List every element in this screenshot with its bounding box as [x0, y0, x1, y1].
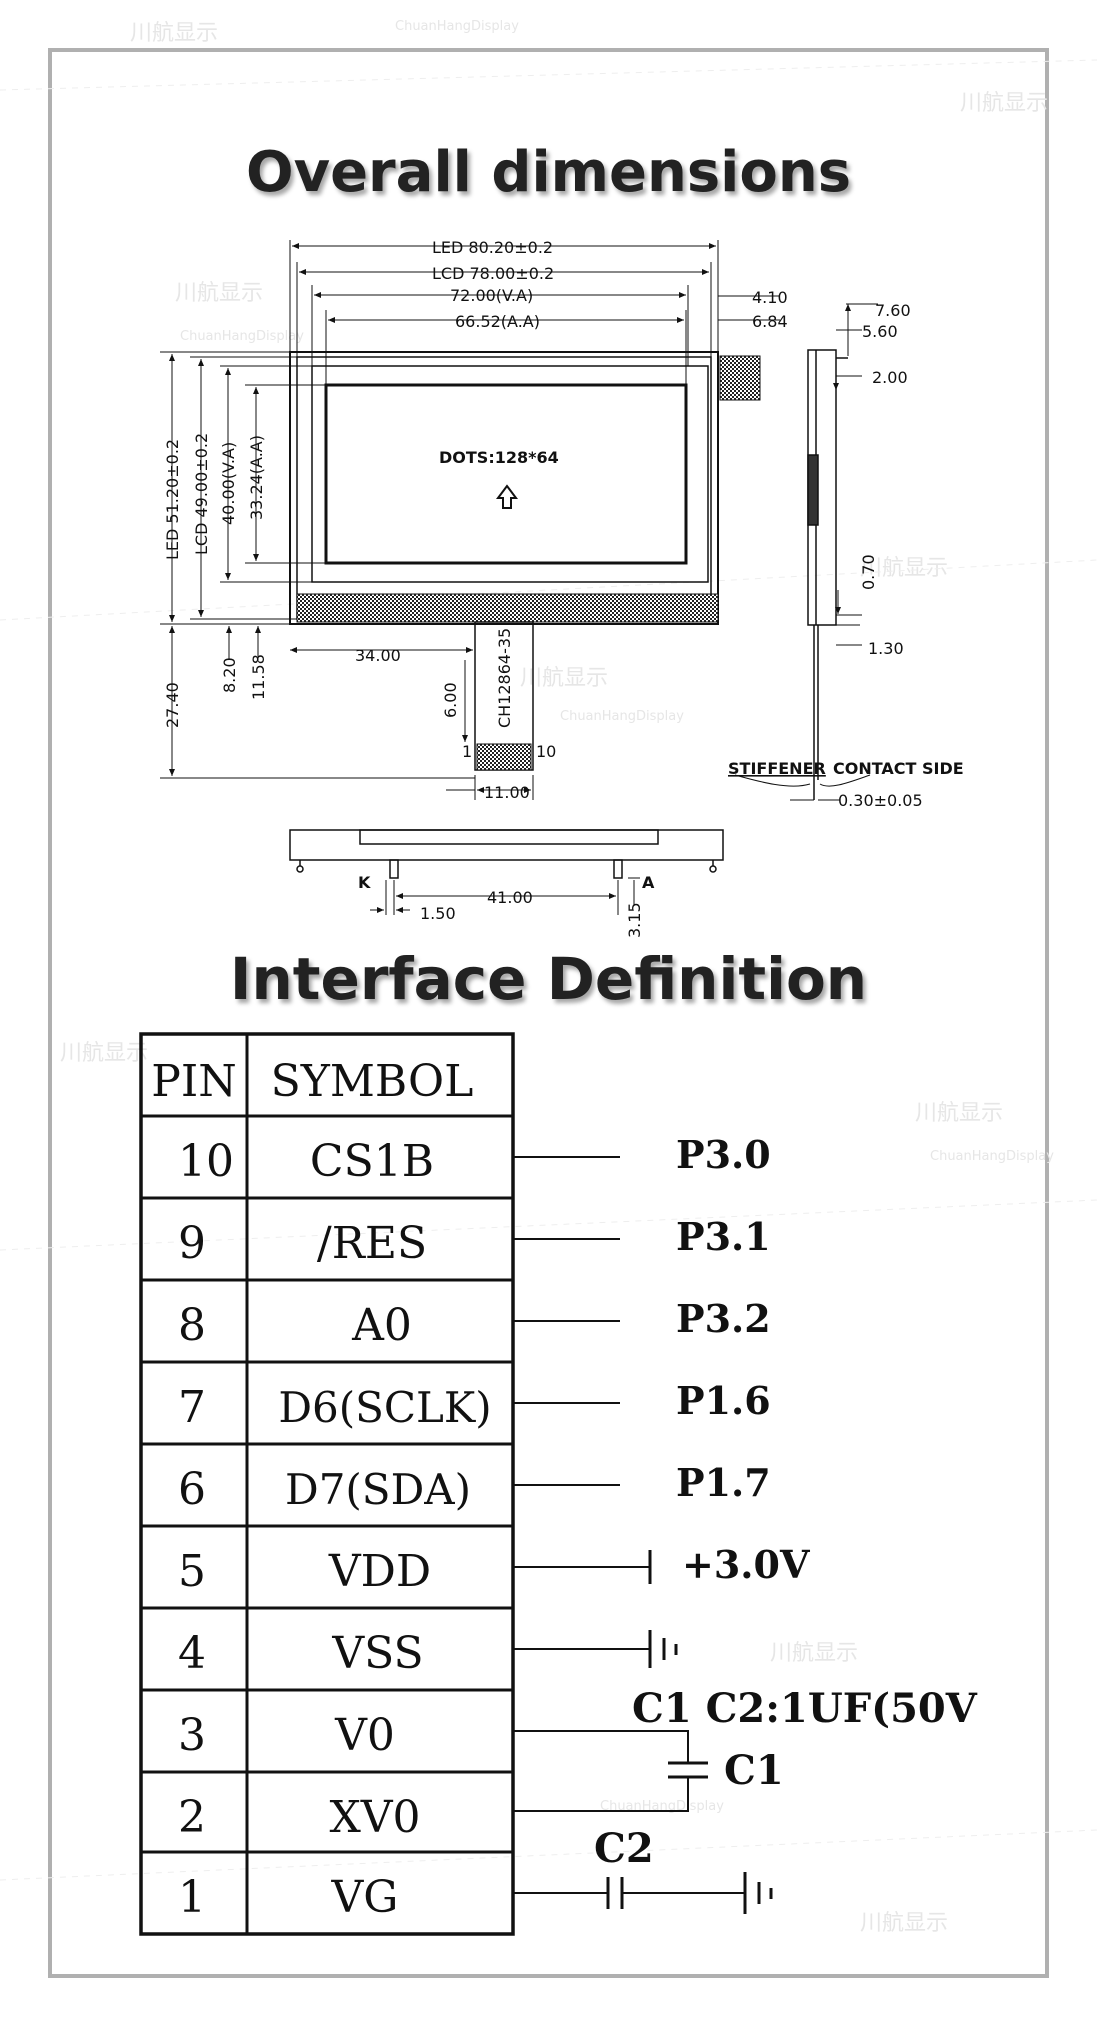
dim-6-00: 6.00 [441, 682, 460, 718]
led-outline [289, 351, 719, 625]
stiffener-label: STIFFENER [728, 759, 826, 778]
table-row-pin: 3 [178, 1710, 206, 1761]
table-row-symbol: D7(SDA) [285, 1465, 471, 1514]
bottom-dimensions [370, 877, 640, 915]
dim-7-60: 7.60 [875, 301, 911, 320]
table-row-symbol: /RES [317, 1218, 427, 1269]
led-anode-label: A [642, 873, 655, 892]
fpc-pin-first: 1 [462, 742, 472, 761]
table-row-symbol: VSS [331, 1628, 423, 1679]
fpc-contacts [476, 743, 532, 771]
watermark-en: ChuanHangDisplay [560, 709, 684, 724]
dim-2-00: 2.00 [872, 368, 908, 387]
watermark-cn: 川航显示 [175, 281, 263, 306]
dim-0-70: 0.70 [859, 554, 878, 590]
watermark-cn: 川航显示 [860, 556, 948, 581]
table-row-pin: 7 [178, 1382, 206, 1433]
header-symbol: SYMBOL [271, 1056, 474, 1107]
table-row-pin: 4 [178, 1628, 206, 1679]
header-pin: PIN [151, 1056, 237, 1107]
table-row-pin: 8 [178, 1300, 206, 1351]
overall-dimensions-title: Overall dimensions [245, 140, 852, 205]
aa-height-dim: 33.24(A.A) [247, 435, 266, 520]
watermark-cn: 川航显示 [915, 1101, 1003, 1126]
led-width-dim: LED 80.20±0.2 [432, 238, 553, 257]
net-label: P3.1 [676, 1214, 771, 1259]
dim-11-58: 11.58 [249, 654, 268, 700]
va-height-dim: 40.00(V.A) [219, 442, 238, 525]
watermark-cn: 川航显示 [60, 1041, 148, 1066]
led-cathode-label: K [358, 873, 371, 892]
watermark-cn: 川航显示 [960, 91, 1048, 116]
table-row-symbol: VDD [328, 1546, 431, 1597]
table-row-symbol: VG [331, 1872, 399, 1923]
page-frame [48, 48, 1049, 1978]
capacitor-c1-label: C1 [724, 1747, 784, 1794]
va-width-dim: 72.00(V.A) [450, 286, 533, 305]
table-row-symbol: A0 [351, 1300, 412, 1351]
led-tab [719, 355, 761, 401]
watermark-en: ChuanHangDisplay [930, 1149, 1054, 1164]
capacitor-note: C1 C2:1UF(50V [632, 1685, 978, 1732]
dim-8-20: 8.20 [220, 657, 239, 693]
dim-6-84: 6.84 [752, 312, 788, 331]
side-dimensions [734, 303, 878, 801]
net-label: P1.7 [676, 1460, 771, 1505]
net-label: P1.6 [676, 1378, 771, 1423]
lcd-width-dim: LCD 78.00±0.2 [432, 264, 554, 283]
dim-3-15: 3.15 [625, 902, 644, 938]
front-view [289, 351, 761, 771]
capacitor-c2-label: C2 [594, 1825, 654, 1872]
net-label: P3.0 [676, 1132, 771, 1177]
dim-41-00: 41.00 [487, 888, 533, 907]
watermark-en: ChuanHangDisplay [180, 329, 304, 344]
table-row-pin: 5 [178, 1546, 206, 1597]
dim-27-40: 27.40 [163, 682, 182, 728]
fpc-label: CH12864-35 [495, 628, 514, 728]
interface-definition-title: Interface Definition [229, 945, 868, 1013]
dim-1-30: 1.30 [868, 639, 904, 658]
led-height-dim: LED 51.20±0.2 [163, 439, 182, 560]
bottom-hatch [296, 593, 719, 623]
dim-11-00: 11.00 [484, 783, 530, 802]
net-label: +3.0V [682, 1542, 811, 1587]
table-row-symbol: CS1B [310, 1136, 434, 1187]
watermark-cn: 川航显示 [520, 666, 608, 691]
dim-0-30: 0.30±0.05 [838, 791, 923, 810]
fpc-pin-last: 10 [536, 742, 556, 761]
contact-side-label: CONTACT SIDE [833, 759, 964, 778]
table-row-pin: 2 [178, 1792, 206, 1843]
dim-34-00: 34.00 [355, 646, 401, 665]
table-row-symbol: V0 [334, 1710, 395, 1761]
wiring [513, 1156, 773, 1914]
dots-label: DOTS:128*64 [439, 448, 559, 467]
side-view [807, 349, 848, 800]
net-label: P3.2 [676, 1296, 771, 1341]
width-dimensions [289, 240, 780, 385]
table-row-symbol: D6(SCLK) [278, 1383, 491, 1432]
watermark-cn: 川航显示 [770, 1641, 858, 1666]
dim-5-60: 5.60 [862, 322, 898, 341]
bottom-view [289, 829, 724, 879]
active-area [324, 383, 688, 565]
watermark-en: ChuanHangDisplay [395, 19, 519, 34]
watermark-cn: 川航显示 [860, 1911, 948, 1936]
height-dimensions [160, 351, 534, 800]
table-row-pin: 9 [178, 1218, 206, 1269]
table-row-symbol: XV0 [329, 1792, 420, 1843]
dim-1-50: 1.50 [420, 904, 456, 923]
aa-width-dim: 66.52(A.A) [455, 312, 540, 331]
table-row-pin: 1 [178, 1872, 206, 1923]
table-grid [139, 1032, 515, 1936]
up-arrow-icon [496, 484, 518, 509]
viewing-area [311, 365, 709, 583]
dim-4-10: 4.10 [752, 288, 788, 307]
table-row-pin: 6 [178, 1464, 206, 1515]
lcd-height-dim: LCD 49.00±0.2 [192, 433, 211, 555]
watermark-cn: 川航显示 [130, 21, 218, 46]
table-row-pin: 10 [178, 1136, 234, 1187]
